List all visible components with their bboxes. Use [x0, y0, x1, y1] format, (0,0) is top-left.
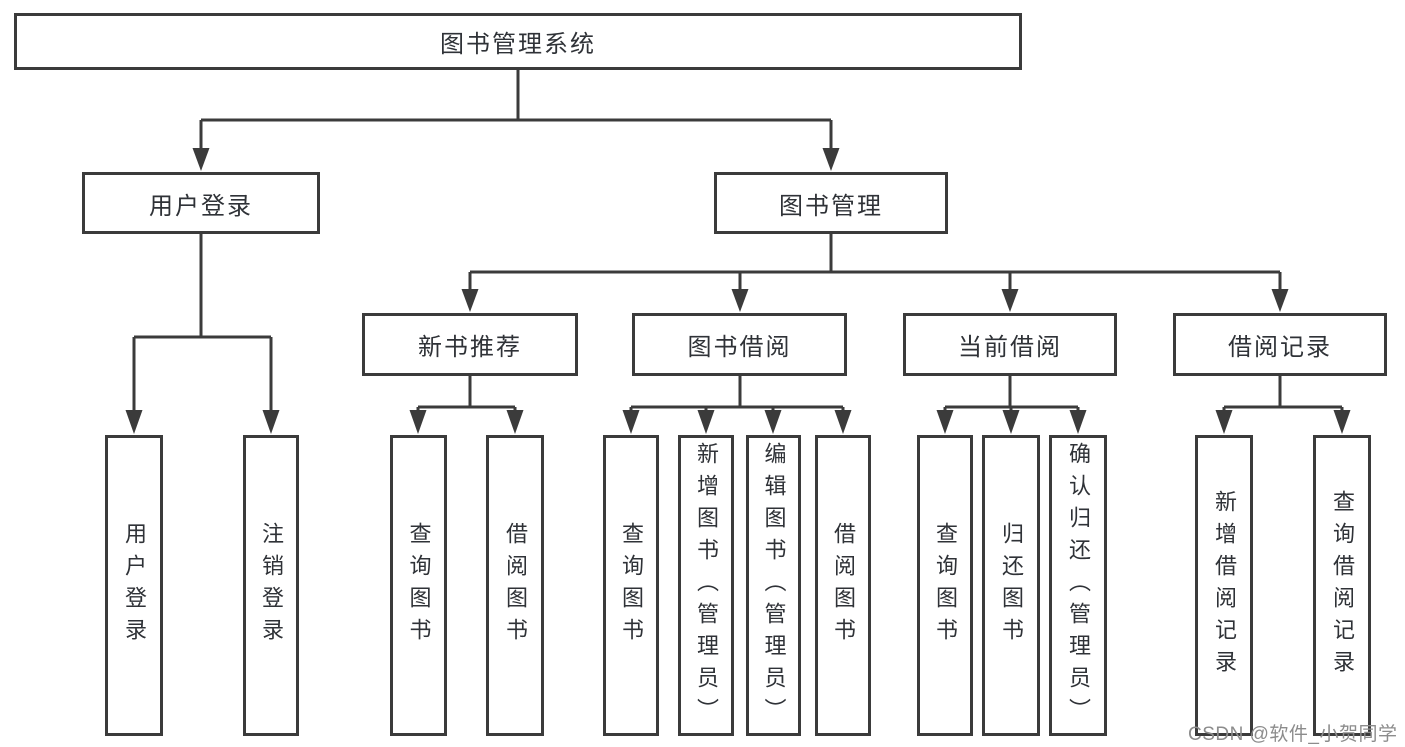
node-label: 当前借阅: [958, 334, 1062, 361]
leaf-query-books-borrowing: 查询图书: [603, 435, 659, 736]
arrow-down-icon: [192, 148, 210, 171]
arrow-down-icon: [1002, 410, 1020, 434]
arrow-down-icon: [1001, 289, 1019, 312]
arrow-down-icon: [1333, 410, 1351, 434]
node-label: 用户登录: [149, 192, 253, 220]
arrow-down-icon: [506, 410, 524, 434]
node-label: 确认归还（管理员）: [1066, 441, 1091, 730]
node-label: 查询图书: [619, 521, 644, 650]
leaf-query-books-current: 查询图书: [917, 435, 973, 736]
leaf-add-borrow-record: 新增借阅记录: [1195, 435, 1253, 736]
leaf-borrow-books: 借阅图书: [815, 435, 871, 736]
leaf-query-borrow-record: 查询借阅记录: [1313, 435, 1371, 736]
node-label: 新增借阅记录: [1212, 489, 1237, 682]
node-label: 查询图书: [406, 521, 432, 650]
node-label: 编辑图书（管理员）: [761, 441, 787, 730]
leaf-return-book: 归还图书: [982, 435, 1040, 736]
node-label: 图书管理系统: [440, 31, 596, 58]
arrow-down-icon: [262, 410, 280, 434]
leaf-query-books-recommend: 查询图书: [390, 435, 447, 736]
node-label: 新增图书（管理员）: [694, 441, 719, 730]
leaf-confirm-return-admin: 确认归还（管理员）: [1049, 435, 1107, 736]
arrow-down-icon: [622, 410, 640, 434]
node-borrowing-records: 借阅记录: [1173, 313, 1387, 376]
arrow-down-icon: [764, 410, 782, 434]
arrow-down-icon: [1271, 289, 1289, 312]
node-label: 归还图书: [999, 521, 1024, 650]
leaf-borrow-books-recommend: 借阅图书: [486, 435, 544, 736]
csdn-watermark: CSDN @软件_小贺同学: [1188, 724, 1398, 745]
leaf-user-login: 用户登录: [105, 435, 163, 736]
node-label: 图书借阅: [687, 334, 792, 361]
arrow-down-icon: [409, 410, 427, 434]
node-label: 注销登录: [259, 521, 284, 650]
arrow-down-icon: [731, 289, 749, 312]
arrow-down-icon: [697, 410, 715, 434]
node-label: 新书推荐: [418, 334, 522, 361]
node-book-borrowing: 图书借阅: [632, 313, 847, 376]
arrow-down-icon: [936, 410, 954, 434]
leaf-edit-book-admin: 编辑图书（管理员）: [746, 435, 801, 736]
leaf-logout: 注销登录: [243, 435, 299, 736]
node-user-login: 用户登录: [82, 172, 320, 234]
node-label: 借阅图书: [831, 521, 856, 650]
arrow-down-icon: [1069, 410, 1087, 434]
node-current-borrowing: 当前借阅: [903, 313, 1117, 376]
node-label: 查询图书: [933, 521, 958, 650]
arrow-down-icon: [834, 410, 852, 434]
arrow-down-icon: [125, 410, 143, 434]
leaf-add-book-admin: 新增图书（管理员）: [678, 435, 734, 736]
node-label: 用户登录: [122, 521, 147, 650]
node-label: 查询借阅记录: [1330, 489, 1355, 682]
arrow-down-icon: [822, 148, 840, 171]
node-book-management: 图书管理: [714, 172, 948, 234]
node-new-book-recommend: 新书推荐: [362, 313, 578, 376]
arrow-down-icon: [461, 289, 479, 312]
node-root-library-system: 图书管理系统: [14, 13, 1022, 70]
arrow-down-icon: [1215, 410, 1233, 434]
node-label: 借阅记录: [1228, 334, 1332, 361]
node-label: 借阅图书: [503, 521, 528, 650]
node-label: 图书管理: [779, 192, 883, 220]
